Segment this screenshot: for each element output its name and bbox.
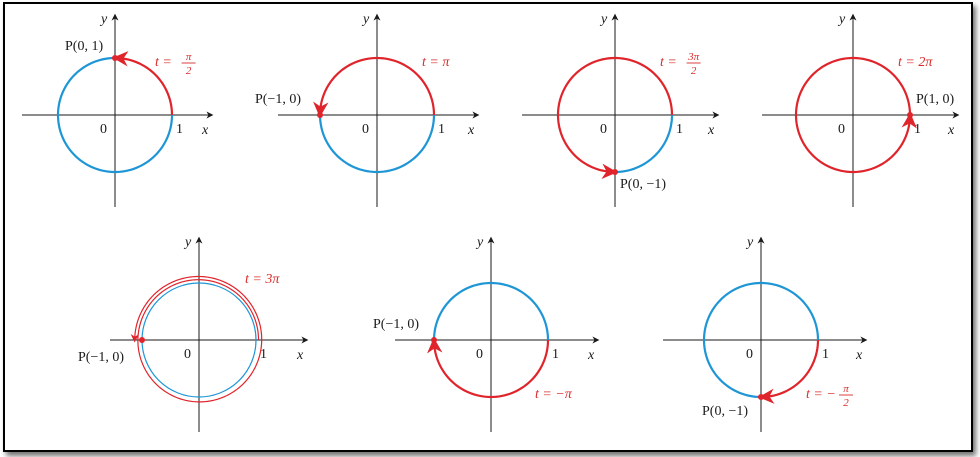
traced-arc	[112, 51, 174, 116]
one-label: 1	[260, 347, 267, 362]
point-p	[758, 394, 764, 400]
unit-circle-panel-2: y x 0 1 P(−1, 0) t = π	[255, 12, 480, 207]
point-label: P(−1, 0)	[373, 317, 419, 332]
point-label: P(−1, 0)	[78, 350, 124, 365]
unit-circle-panel-1: y x 0 1 P(0, 1) t = π 2	[22, 12, 214, 207]
point-label: P(0, 1)	[65, 39, 103, 54]
point-label: P(1, 0)	[916, 92, 954, 107]
point-p	[907, 112, 913, 118]
one-label: 1	[822, 347, 829, 362]
origin-label: 0	[184, 347, 191, 362]
x-axis-label: x	[467, 123, 475, 138]
traced-arc	[758, 339, 820, 404]
y-axis-label: y	[99, 12, 108, 27]
x-axis-label: x	[201, 123, 209, 138]
unit-circle-panel-3: y x 0 1P(0, −1) t = 3π 2	[522, 12, 720, 207]
one-label: 1	[176, 122, 183, 137]
t-label-denominator: 2	[186, 65, 192, 77]
origin-label: 0	[838, 122, 845, 137]
traced-arc	[313, 56, 436, 118]
y-axis-label: y	[745, 235, 754, 250]
origin-label: 0	[600, 122, 607, 137]
one-label: 1	[438, 122, 445, 137]
x-axis-label: x	[296, 348, 304, 363]
t-label: t = 2π	[898, 55, 933, 70]
t-label-numerator: π	[186, 51, 192, 63]
unit-circle-panel-5: y x 0 1 P(−1, 0) t = 3π	[78, 235, 309, 432]
t-label-numerator: π	[843, 383, 849, 395]
traced-arc	[130, 275, 263, 403]
x-axis-label: x	[587, 348, 595, 363]
point-p	[112, 55, 118, 61]
t-label: t = −π	[535, 387, 573, 402]
y-axis-label: y	[475, 235, 484, 250]
t-label: t =	[155, 55, 172, 70]
one-label: 1	[676, 122, 683, 137]
t-label: t = π	[422, 55, 450, 70]
one-label: 1	[914, 122, 921, 137]
untraced-arc	[702, 281, 820, 399]
y-axis-label: y	[599, 12, 608, 27]
untraced-arc	[432, 281, 550, 341]
untraced-arc	[614, 114, 674, 174]
one-label: 1	[552, 347, 559, 362]
point-p	[431, 337, 437, 343]
point-p	[139, 337, 145, 343]
untraced-arc	[318, 114, 436, 174]
traced-arc	[556, 56, 674, 179]
y-axis-label: y	[361, 12, 370, 27]
t-label-denominator: 2	[843, 397, 849, 409]
x-axis-label: x	[855, 348, 863, 363]
traced-arc	[427, 337, 550, 399]
point-label: P(−1, 0)	[255, 92, 301, 107]
untraced-arc	[56, 56, 174, 174]
t-label: t = 3π	[245, 272, 280, 287]
origin-label: 0	[746, 347, 753, 362]
x-axis-label: x	[707, 123, 715, 138]
t-label: t = −	[806, 387, 836, 402]
unit-circle-panel-7: y x 0 1P(0, −1) t = − π 2	[663, 235, 868, 432]
t-label: t =	[660, 55, 677, 70]
origin-label: 0	[100, 122, 107, 137]
t-label-numerator: 3π	[687, 51, 700, 63]
point-label: P(0, −1)	[620, 177, 666, 192]
unit-circle-panel-4: y x 0 1 P(1, 0) t = 2π	[762, 12, 960, 207]
point-label: P(0, −1)	[702, 404, 748, 419]
origin-label: 0	[362, 122, 369, 137]
point-p	[612, 169, 618, 175]
traced-arc	[794, 56, 917, 174]
unit-circle-panel-6: y x 0 1 P(−1, 0) t = −π	[373, 235, 600, 432]
y-axis-label: y	[183, 235, 192, 250]
point-p	[317, 112, 323, 118]
t-label-denominator: 2	[691, 65, 697, 77]
y-axis-label: y	[837, 12, 846, 27]
origin-label: 0	[476, 347, 483, 362]
x-axis-label: x	[947, 123, 955, 138]
